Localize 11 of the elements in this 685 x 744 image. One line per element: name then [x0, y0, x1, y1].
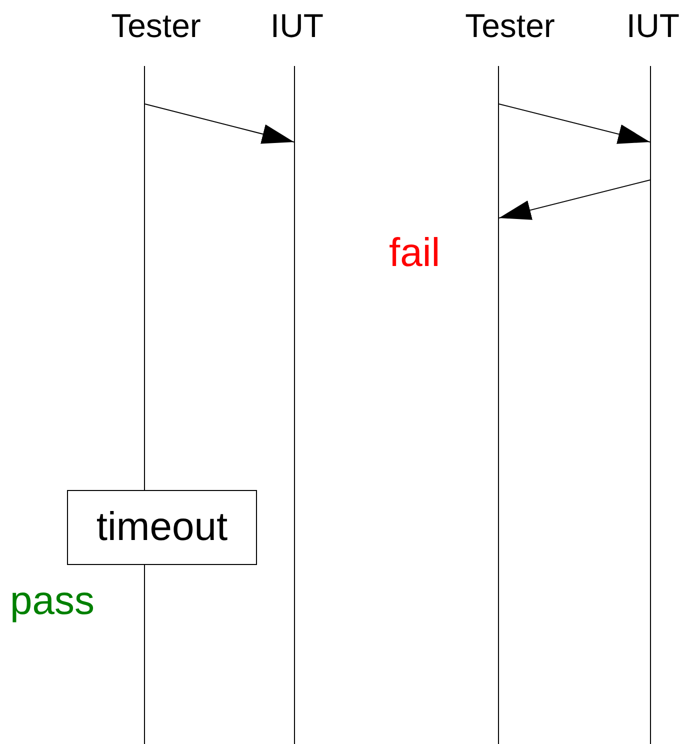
participant-name: Tester — [111, 6, 201, 46]
participant-name: Tester — [465, 6, 555, 46]
verdict-label: pass — [10, 578, 94, 624]
verdict-label: fail — [389, 230, 440, 276]
timer-box — [67, 490, 257, 565]
participant-name: IUT — [270, 6, 324, 46]
timer-label: timeout — [96, 505, 228, 550]
message-arrow — [498, 104, 650, 144]
message-arrow — [498, 180, 650, 220]
participant-name: IUT — [626, 6, 680, 46]
message-arrow — [144, 104, 294, 144]
